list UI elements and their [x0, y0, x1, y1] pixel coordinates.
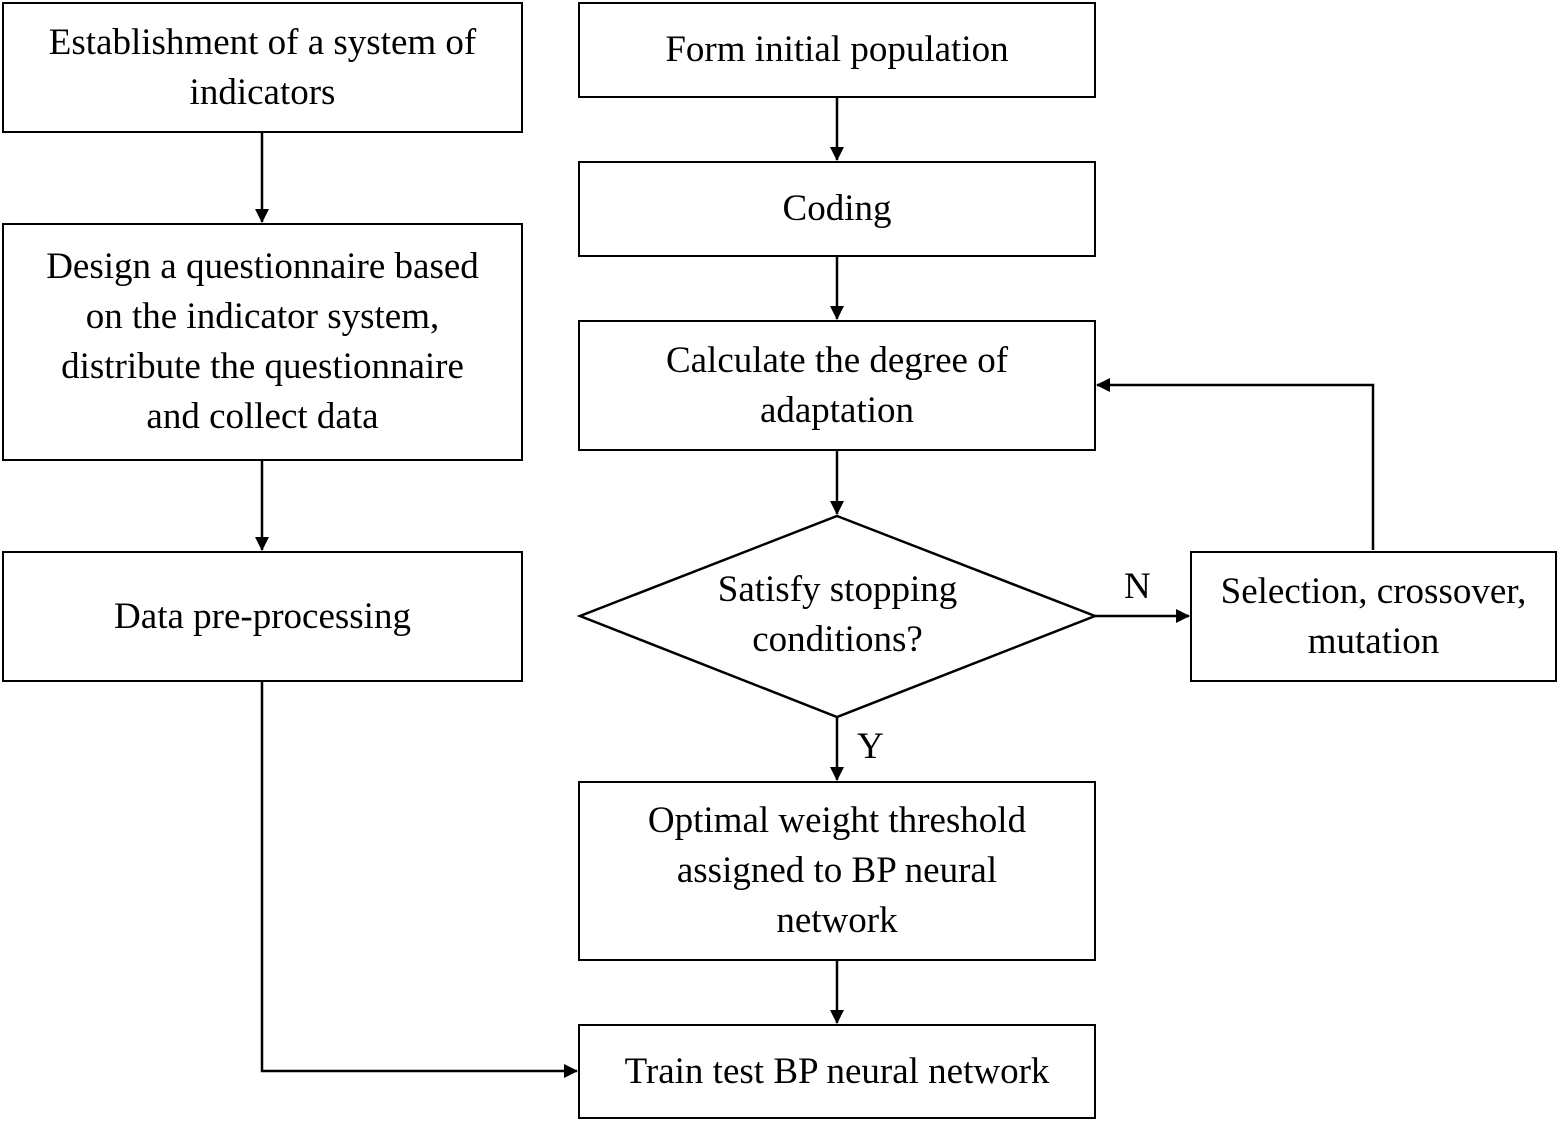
- node-fitness: Calculate the degree of adaptation: [578, 320, 1096, 451]
- arrow-preprocessing-to-train-test: [260, 682, 578, 1078]
- node-indicators: Establishment of a system of indicators: [2, 2, 523, 133]
- node-optimal-weights-label: Optimal weight threshold assigned to BP …: [647, 800, 1027, 941]
- arrow-genetic-ops-loop-to-fitness: [1096, 378, 1375, 550]
- node-genetic-ops-label: Selection, crossover, mutation: [1220, 570, 1527, 662]
- node-preprocessing: Data pre-processing: [2, 551, 523, 682]
- node-optimal-weights: Optimal weight threshold assigned to BP …: [578, 781, 1096, 961]
- node-coding: Coding: [578, 161, 1096, 257]
- node-preprocessing-label: Data pre-processing: [114, 595, 411, 637]
- node-init-population-label: Form initial population: [665, 29, 1009, 70]
- node-indicators-label: Establishment of a system of indicators: [48, 21, 477, 113]
- edge-label-yes: Y: [857, 726, 884, 767]
- edge-label-no: N: [1124, 566, 1151, 607]
- node-train-test: Train test BP neural network: [578, 1024, 1096, 1119]
- node-fitness-label: Calculate the degree of adaptation: [665, 339, 1009, 431]
- node-coding-label: Coding: [782, 188, 892, 229]
- node-genetic-ops: Selection, crossover, mutation: [1190, 551, 1557, 682]
- node-decision-label: Satisfy stopping conditions?: [717, 569, 958, 660]
- node-train-test-label: Train test BP neural network: [624, 1050, 1050, 1092]
- node-questionnaire: Design a questionnaire based on the indi…: [2, 223, 523, 461]
- node-init-population: Form initial population: [578, 2, 1096, 98]
- node-decision: Satisfy stopping conditions?: [640, 560, 1035, 670]
- node-questionnaire-label: Design a questionnaire based on the indi…: [46, 246, 479, 437]
